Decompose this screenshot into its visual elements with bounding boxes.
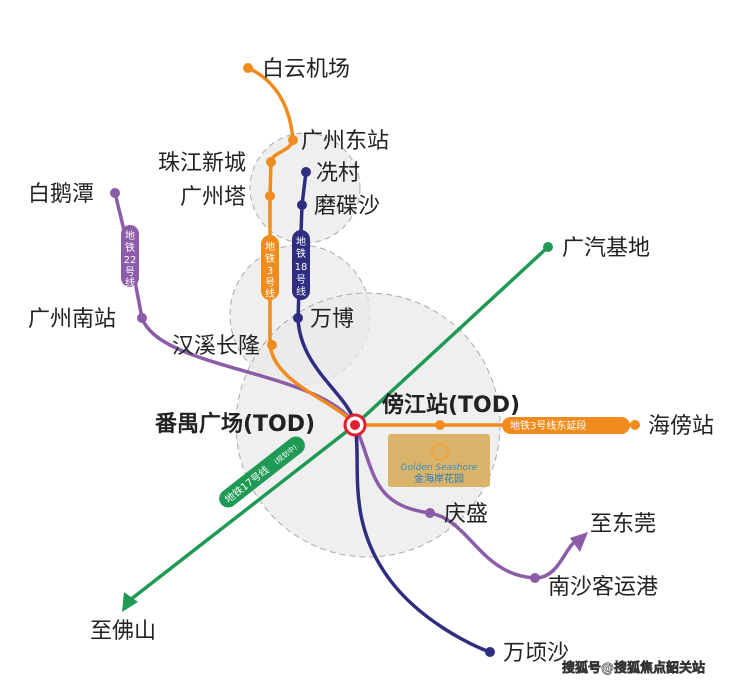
svg-text:线: 线 <box>296 285 306 298</box>
svg-text:地: 地 <box>125 229 135 242</box>
svg-text:号: 号 <box>296 274 306 286</box>
station-panyu-square: 番禺广场(TOD) <box>154 411 315 437</box>
svg-text:金海岸花园: 金海岸花园 <box>414 472 464 485</box>
svg-text:地: 地 <box>296 235 306 248</box>
svg-text:18: 18 <box>295 262 308 273</box>
station-canton-tower: 广州塔 <box>180 185 246 210</box>
svg-text:铁: 铁 <box>265 252 275 265</box>
svg-text:线: 线 <box>265 287 275 300</box>
svg-text:号: 号 <box>265 277 275 289</box>
svg-text:22: 22 <box>124 255 137 266</box>
line-3 <box>247 66 635 427</box>
svg-text:铁: 铁 <box>296 247 306 260</box>
station-xiancun: 冼村 <box>316 161 360 186</box>
station-dongguan: 至东莞 <box>590 512 656 537</box>
station-zhujiang: 珠江新城 <box>158 151 246 176</box>
station-hanxi: 汉溪长隆 <box>172 334 260 359</box>
arrow-dongguan-icon <box>570 532 588 552</box>
svg-text:铁: 铁 <box>125 241 135 254</box>
arrow-foshan-icon <box>122 592 138 612</box>
golden-seashore-logo: Golden Seashore 金海岸花园 <box>388 434 490 487</box>
station-qingsheng: 庆盛 <box>444 502 488 527</box>
station-haibang: 海傍站 <box>648 414 714 439</box>
station-wanqingsha: 万顷沙 <box>503 641 569 666</box>
station-guangzhou-east: 广州东站 <box>301 129 389 154</box>
station-wanbo: 万博 <box>310 307 354 332</box>
svg-text:号: 号 <box>125 266 135 278</box>
station-baiyun: 白云机场 <box>262 57 350 82</box>
station-foshan: 至佛山 <box>90 619 156 644</box>
station-dots <box>110 63 640 657</box>
station-modiesha: 磨碟沙 <box>314 194 380 219</box>
station-baipengtan: 白鹅潭 <box>28 182 94 207</box>
watermark: 搜狐号@搜狐焦点韶关站 <box>562 660 705 676</box>
station-guangqi: 广汽基地 <box>562 236 650 261</box>
hub-icon <box>343 413 367 437</box>
line-18 <box>296 171 491 654</box>
station-guangzhou-south: 广州南站 <box>28 307 116 332</box>
station-bangjiang: 傍江站(TOD) <box>382 392 520 418</box>
station-nansha-port: 南沙客运港 <box>548 575 658 600</box>
svg-text:Golden Seashore: Golden Seashore <box>401 463 478 473</box>
svg-text:线: 线 <box>125 276 135 289</box>
svg-text:3: 3 <box>267 266 273 277</box>
line-3-pill: 地铁3号线 <box>261 235 279 300</box>
svg-text:地铁3号线东延段: 地铁3号线东延段 <box>510 419 586 432</box>
svg-text:地: 地 <box>265 240 275 253</box>
line-3-east-pill: 地铁3号线东延段 <box>502 417 630 434</box>
